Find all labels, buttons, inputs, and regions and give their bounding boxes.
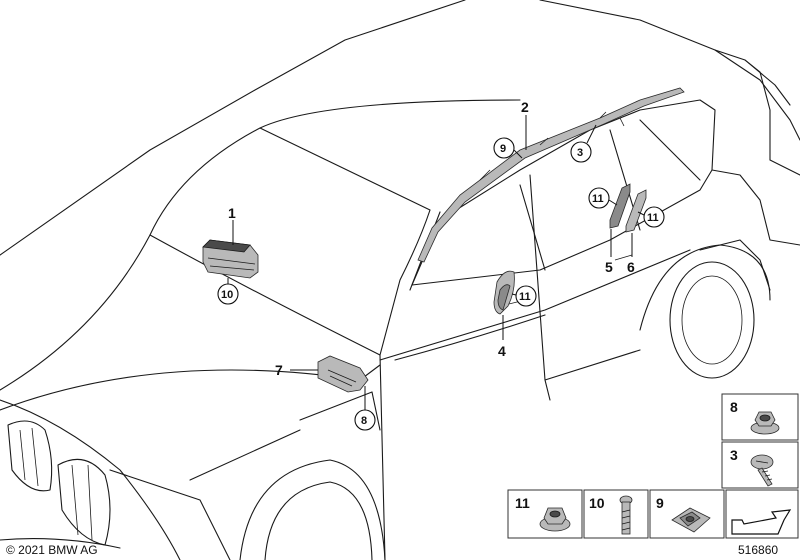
arrow-icon [731,509,792,535]
callout-11-circle-c [515,285,537,307]
legend-number-11: 11 [515,495,530,511]
fastener-legend: 8 3 11 10 9 [507,393,799,539]
legend-number-10: 10 [589,495,605,511]
front-side-airbag-part [493,270,515,315]
copyright-text: © 2021 BMW AG [6,543,98,557]
callout-7: 7 [275,362,283,378]
curtain-airbag-part [417,87,685,263]
callout-10: 10 [221,289,233,301]
callout-3: 3 [577,147,583,159]
callout-11-a: 11 [592,193,604,205]
rear-side-airbag-part-6 [625,189,647,233]
legend-number-8: 8 [730,399,738,415]
callout-11-b: 11 [647,212,659,224]
callout-9: 9 [500,143,506,155]
passenger-airbag-part [202,239,259,279]
nut-icon [750,411,780,435]
clip-nut-icon [671,507,711,533]
callout-8-circle [354,409,376,431]
callout-11-circle-b [643,206,665,228]
callout-4: 4 [498,343,506,359]
callout-2: 2 [521,99,529,115]
rear-side-airbag-part-5 [609,183,631,229]
callout-1: 1 [228,205,236,221]
callout-8: 8 [361,415,367,427]
callout-11-c: 11 [519,291,531,303]
callout-10-circle [217,283,239,305]
callout-9-circle [493,137,515,159]
callout-5: 5 [605,259,613,275]
knee-airbag-part [317,355,369,393]
legend-box-10 [583,489,649,539]
callout-11-circle-a [588,187,610,209]
diagram-number: 516860 [738,543,778,557]
flange-nut-icon [539,507,571,532]
screw-icon [750,454,774,487]
callout-6: 6 [627,259,635,275]
legend-box-11 [507,489,583,539]
legend-number-3: 3 [730,447,738,463]
legend-number-9: 9 [656,495,664,511]
callout-3-circle [570,141,592,163]
bolt-icon [619,495,633,535]
